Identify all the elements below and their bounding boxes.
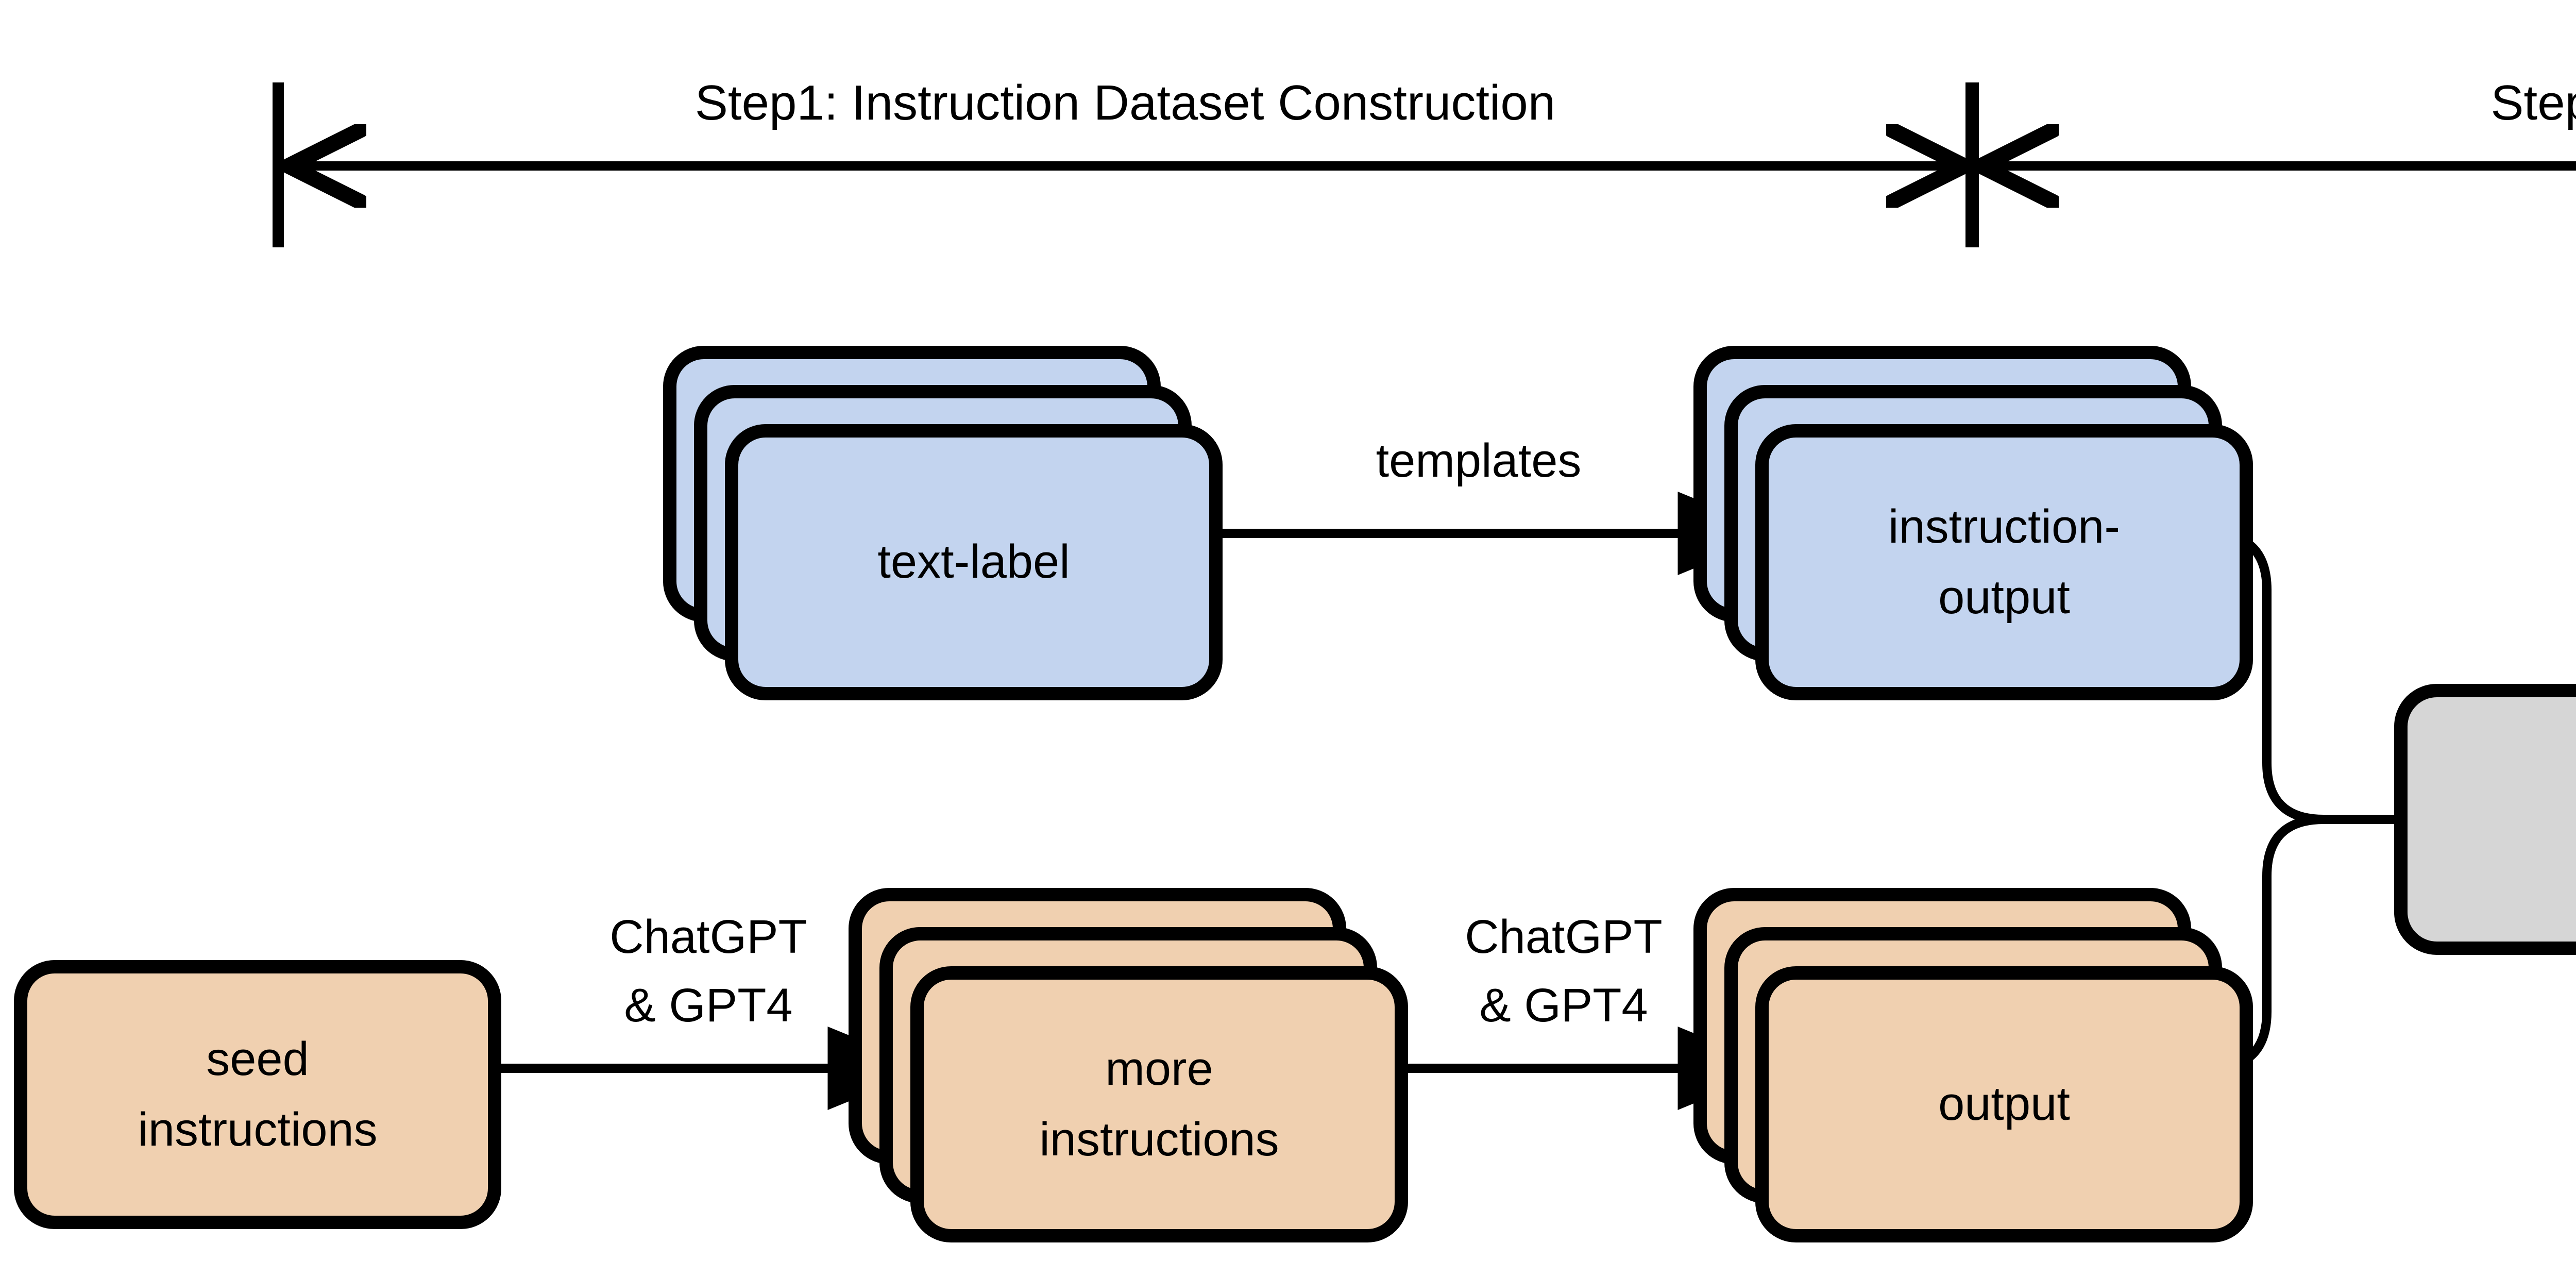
more-instructions-card-front (910, 966, 1408, 1242)
node-seed-instructions[interactable] (14, 960, 501, 1229)
seed-instructions-card (14, 960, 501, 1229)
node-instruction-output-stack[interactable] (1693, 346, 2253, 700)
text-label-card-front (725, 424, 1223, 700)
instruction-output-card-front (1755, 424, 2253, 700)
node-more-instructions-stack[interactable] (849, 888, 1408, 1242)
output-card-front (1755, 966, 2253, 1242)
llm-base-box (2394, 684, 2576, 955)
step-ruler (273, 82, 2576, 247)
node-llm-base[interactable] (2394, 684, 2576, 955)
node-output-stack[interactable] (1693, 888, 2253, 1242)
node-text-label-stack[interactable] (663, 346, 1223, 700)
